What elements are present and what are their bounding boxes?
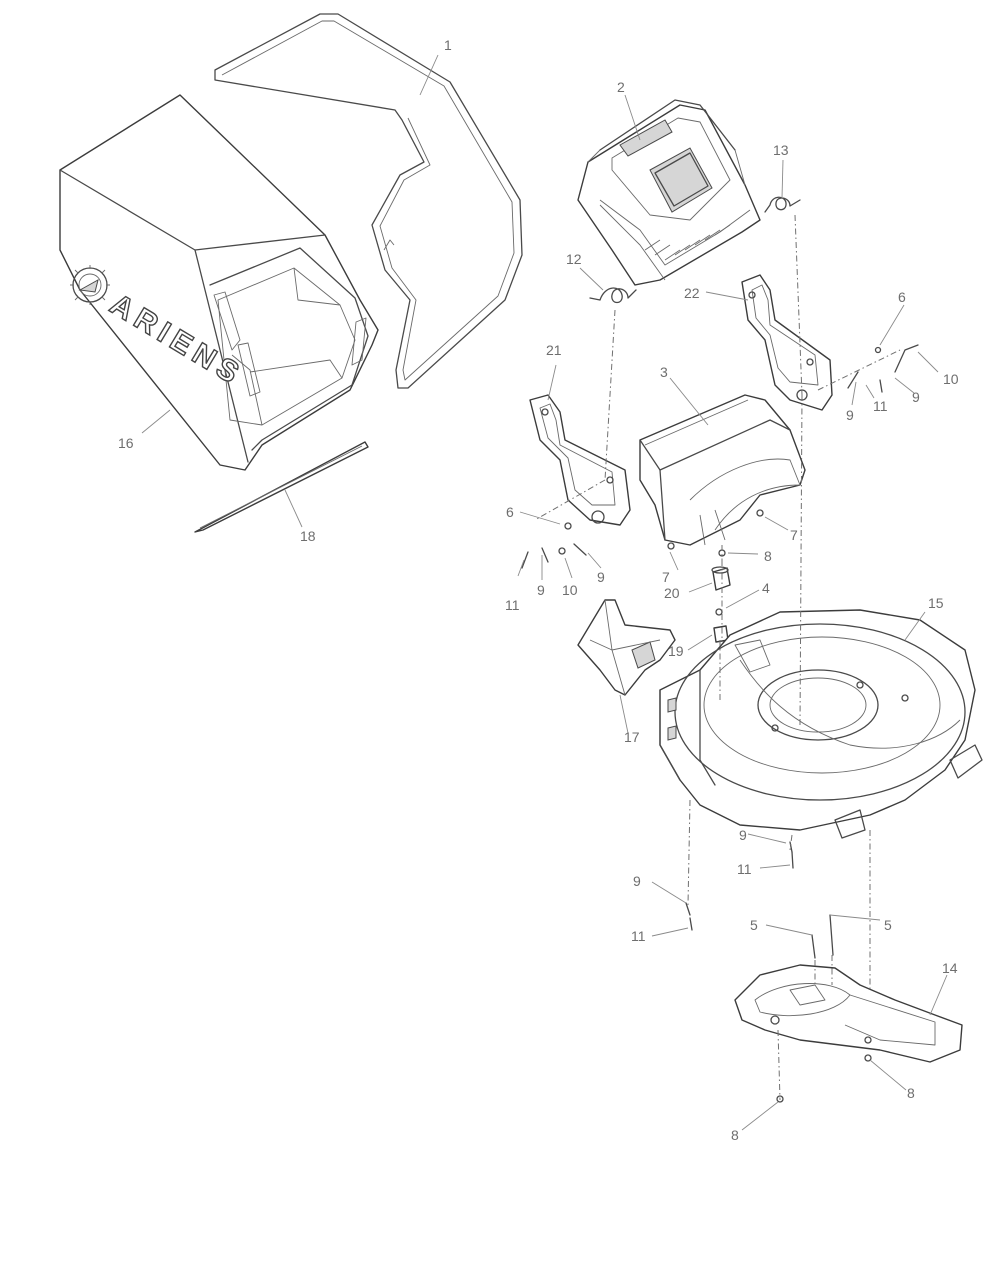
leader-lines (141, 54, 948, 1131)
callout-7-left: 7 (662, 569, 670, 585)
callout-10-right: 10 (943, 371, 959, 387)
torsion-spring-left-part (589, 287, 637, 304)
callout-11-lower: 11 (631, 928, 646, 944)
callout-7-right: 7 (790, 527, 798, 543)
callout-14: 14 (942, 960, 958, 976)
nut-part (713, 608, 729, 643)
mower-deck-part (659, 609, 983, 839)
callout-22: 22 (684, 285, 700, 301)
callout-3: 3 (660, 364, 668, 380)
callout-11-right: 11 (873, 398, 888, 414)
callout-8-upper: 8 (764, 548, 772, 564)
callout-4: 4 (762, 580, 770, 596)
callout-9-l1: 9 (537, 582, 545, 598)
callout-21: 21 (546, 342, 562, 358)
callout-19: 19 (668, 643, 684, 659)
callout-1: 1 (444, 37, 452, 53)
assembly-lines (534, 214, 901, 1101)
gear-logo-icon (70, 265, 110, 305)
callout-labels: 1 2 3 4 5 5 6 6 7 7 8 8 8 9 9 9 9 9 9 10… (118, 37, 959, 1143)
lower-discharge-chute-part (734, 964, 963, 1063)
callout-18: 18 (300, 528, 316, 544)
callout-8-bottom: 8 (731, 1127, 739, 1143)
callout-6-right: 6 (898, 289, 906, 305)
callout-13: 13 (773, 142, 789, 158)
callout-2: 2 (617, 79, 625, 95)
callout-11-deck: 11 (737, 861, 752, 877)
callout-9-l2: 9 (597, 569, 605, 585)
grass-bag-part: ARIENS (59, 94, 379, 471)
spacer-bushing-part (711, 566, 731, 591)
callout-16: 16 (118, 435, 134, 451)
callout-17: 17 (624, 729, 640, 745)
rod-part (194, 441, 369, 533)
bag-frame-part (214, 13, 523, 389)
callout-5-right: 5 (884, 917, 892, 933)
callout-9-lower: 9 (633, 873, 641, 889)
callout-15: 15 (928, 595, 944, 611)
callout-9-r1: 9 (846, 407, 854, 423)
fasteners (521, 344, 919, 1103)
callout-9-r2: 9 (912, 389, 920, 405)
chute-door-part (577, 99, 761, 286)
torsion-spring-right-part (764, 196, 801, 213)
callout-5-left: 5 (750, 917, 758, 933)
discharge-chute-part (639, 394, 806, 546)
left-hinge-bracket-part (529, 394, 631, 526)
callout-9-deck: 9 (739, 827, 747, 843)
callout-8-chute: 8 (907, 1085, 915, 1101)
mulch-plug-part (577, 599, 676, 696)
callout-6-left: 6 (506, 504, 514, 520)
callout-10-left: 10 (562, 582, 578, 598)
right-hinge-bracket-part (741, 274, 833, 411)
callout-11-left: 11 (505, 597, 520, 613)
callout-12: 12 (566, 251, 582, 267)
callout-20: 20 (664, 585, 680, 601)
